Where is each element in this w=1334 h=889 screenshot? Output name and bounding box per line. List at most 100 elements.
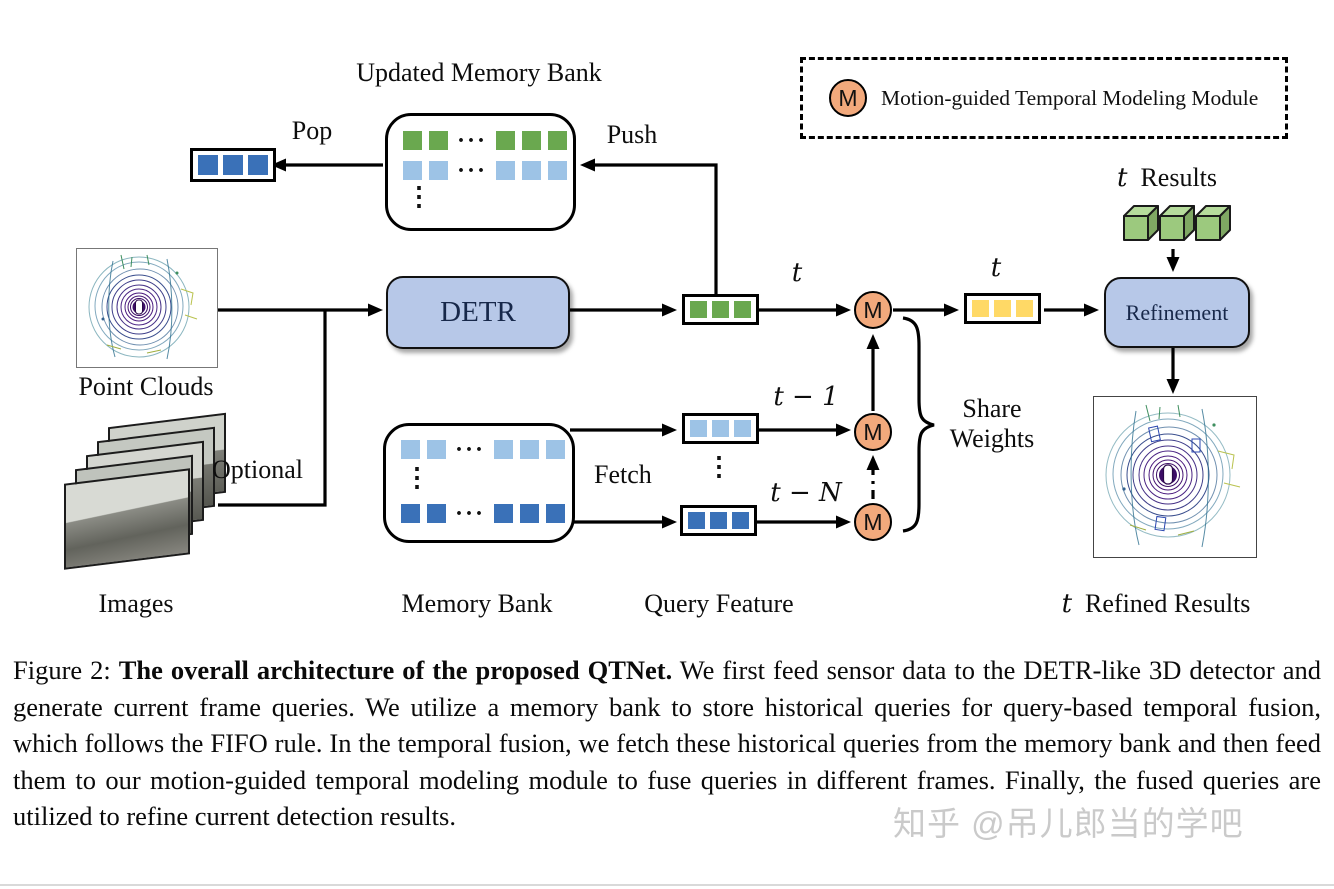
frame-t-minus-n-label: t − N <box>770 478 842 508</box>
ellipsis: ··· <box>455 500 486 527</box>
motion-module-bottom: M <box>854 503 892 541</box>
query-square <box>690 420 707 437</box>
results-t: t <box>1116 163 1128 193</box>
updated-memory-bank-box: ··· ··· ⋮ <box>385 113 576 231</box>
t-results-label: t Results <box>1117 163 1217 193</box>
query-square <box>429 161 448 180</box>
point-cloud-image <box>76 248 218 368</box>
query-square <box>688 512 705 529</box>
query-square <box>223 155 243 175</box>
updated-memory-bank-label: Updated Memory Bank <box>356 58 602 87</box>
current-query-box <box>682 294 759 325</box>
ellipsis: ··· <box>457 157 488 184</box>
refined-t: t <box>1061 589 1073 619</box>
caption-bold-title: The overall architecture of the proposed… <box>118 655 673 685</box>
query-square <box>712 420 729 437</box>
query-square <box>548 131 568 150</box>
legend-box: M Motion-guided Temporal Modeling Module <box>800 57 1288 139</box>
t-refined-results-label: t Refined Results <box>1062 589 1251 619</box>
push-label: Push <box>606 120 658 149</box>
cube <box>1123 205 1159 241</box>
caption-figure-label: Figure 2: <box>13 655 119 685</box>
popped-query-box <box>190 148 276 182</box>
query-square <box>710 512 727 529</box>
updated-bank-row-current: ··· <box>403 127 568 154</box>
motion-module-letter: M <box>863 296 883 323</box>
query-square <box>734 301 751 318</box>
query-square <box>403 161 422 180</box>
query-square <box>712 301 729 318</box>
ellipsis: ··· <box>457 127 488 154</box>
motion-module-letter: M <box>863 418 883 445</box>
pop-label: Pop <box>291 116 333 145</box>
cube <box>1195 205 1231 241</box>
query-square <box>401 504 420 523</box>
point-clouds-label: Point Clouds <box>78 372 214 401</box>
fetch-label: Fetch <box>594 460 652 489</box>
query-square <box>198 155 218 175</box>
memory-bank-box: ··· ⋮ ··· <box>383 423 575 543</box>
motion-module-top: M <box>854 291 892 329</box>
fused-t-label: t <box>990 253 1002 283</box>
memory-bank-row-recent: ··· <box>401 436 566 463</box>
refinement-label: Refinement <box>1125 299 1229 325</box>
query-square <box>496 161 516 180</box>
camera-image <box>64 468 190 570</box>
cube <box>1159 205 1195 241</box>
detr-box: DETR <box>386 276 570 349</box>
optional-label: Optional <box>212 455 303 484</box>
ellipsis: ··· <box>455 436 486 463</box>
query-square <box>546 440 566 459</box>
refined-results-drawing <box>1105 404 1241 548</box>
images-label: Images <box>98 589 174 618</box>
results-word: Results <box>1140 163 1218 192</box>
query-box-t-minus-1 <box>682 413 759 444</box>
vertical-ellipsis: ⋮ <box>706 452 732 481</box>
share-weights-label-line2: Weights <box>949 424 1035 453</box>
query-square <box>546 504 566 523</box>
point-cloud-drawing <box>88 254 198 360</box>
legend-label: Motion-guided Temporal Modeling Module <box>881 85 1259 110</box>
camera-images-stack <box>62 412 237 571</box>
query-square <box>520 504 540 523</box>
query-square <box>427 504 446 523</box>
vertical-ellipsis: ⋮ <box>404 463 430 492</box>
figure-caption: Figure 2: The overall architecture of th… <box>13 652 1321 835</box>
frame-t-minus-1-label: t − 1 <box>773 382 839 412</box>
memory-bank-label: Memory Bank <box>401 589 553 618</box>
query-square <box>520 440 540 459</box>
query-square <box>496 131 516 150</box>
caption-body: We first feed sensor data to the DETR-li… <box>13 655 1321 832</box>
query-square <box>522 131 542 150</box>
query-square <box>429 131 448 150</box>
query-square <box>401 440 420 459</box>
query-square <box>972 300 989 317</box>
memory-bank-row-oldest: ··· <box>401 500 566 527</box>
zhihu-watermark: 知乎 @吊儿郎当的学吧 <box>893 805 1244 842</box>
refined-word: Refined Results <box>1085 589 1251 618</box>
query-square <box>734 420 751 437</box>
query-square <box>548 161 568 180</box>
query-square <box>248 155 268 175</box>
query-square <box>427 440 446 459</box>
query-square <box>494 440 514 459</box>
motion-module-middle: M <box>854 413 892 451</box>
query-square <box>732 512 749 529</box>
query-square <box>690 301 707 318</box>
refined-results-image <box>1093 396 1257 558</box>
results-cubes <box>1123 205 1231 241</box>
query-feature-label: Query Feature <box>644 589 794 618</box>
query-square <box>403 131 422 150</box>
query-box-t-minus-n <box>680 505 757 536</box>
detr-label: DETR <box>440 296 516 328</box>
fused-query-box <box>964 293 1041 324</box>
updated-bank-row-previous: ··· <box>403 157 568 184</box>
motion-module-icon: M <box>829 79 867 117</box>
motion-module-letter: M <box>838 84 858 111</box>
vertical-ellipsis: ⋮ <box>406 182 432 211</box>
frame-t-label: t <box>791 258 803 288</box>
share-weights-label-line1: Share <box>962 394 1022 423</box>
bottom-divider <box>0 884 1334 886</box>
query-square <box>494 504 514 523</box>
